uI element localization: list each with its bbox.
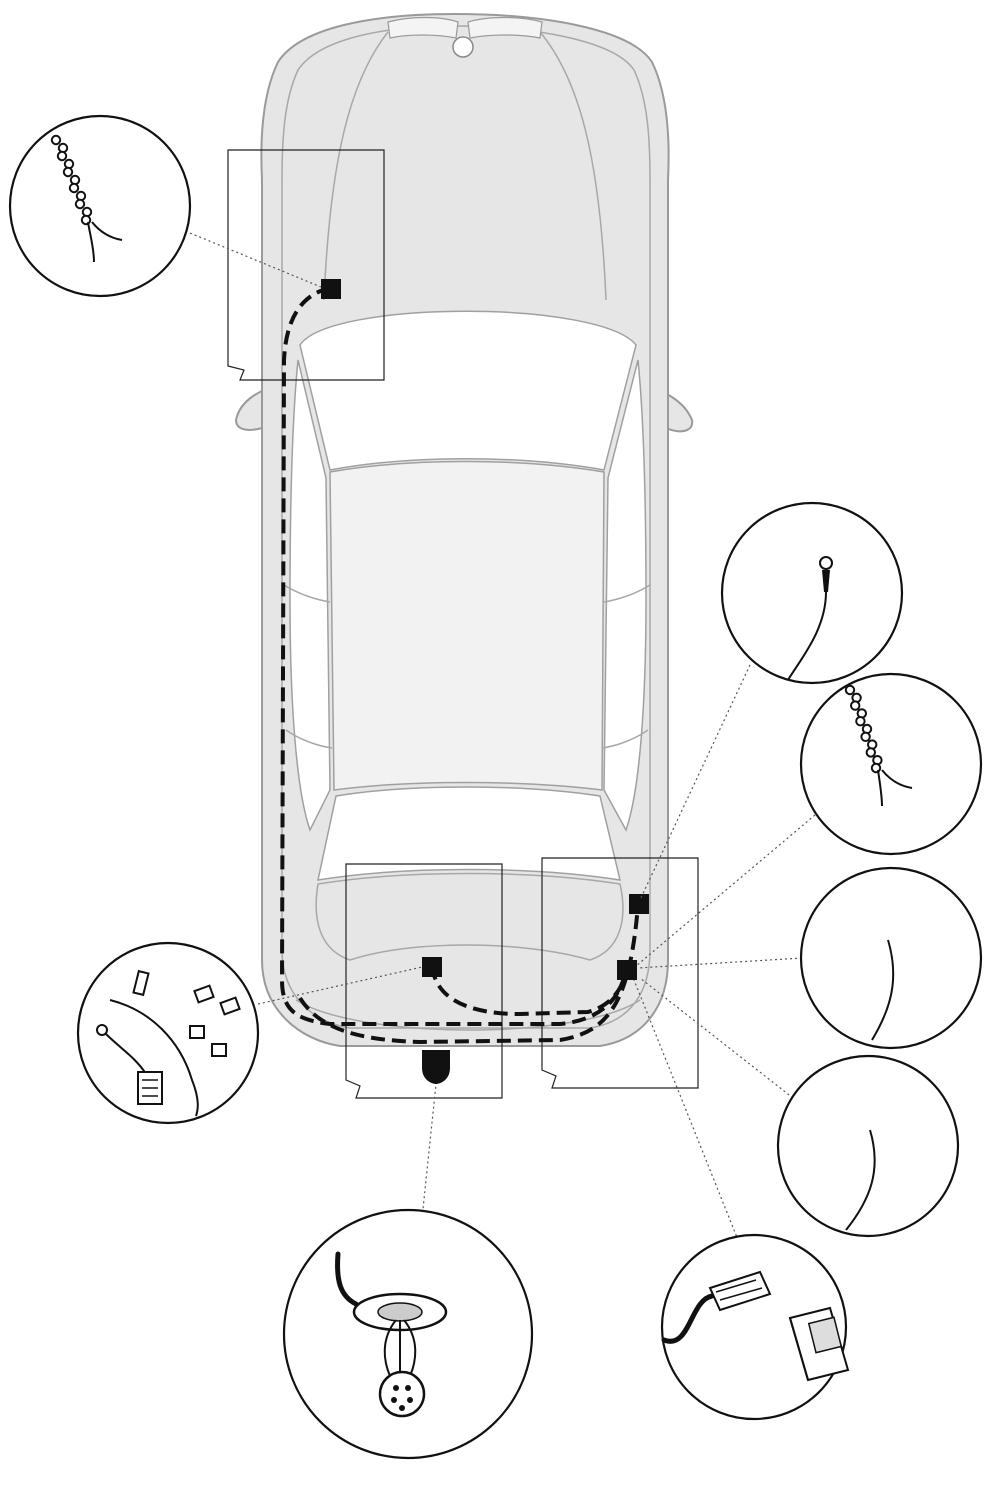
leader-rear-twisted	[635, 814, 816, 967]
twisted-pair-icon	[844, 684, 883, 774]
twist-bead	[855, 716, 866, 727]
wiring-harness	[279, 286, 640, 1045]
connection-points	[321, 279, 649, 1084]
twist-bead	[50, 134, 62, 146]
front-left-splice-point[interactable]	[321, 279, 341, 299]
front-left-area-frame	[227, 149, 385, 381]
ring-terminal-detail	[720, 501, 904, 685]
detail-bubbles	[8, 114, 983, 1460]
right-side-windows	[603, 359, 647, 832]
control-module-detail	[660, 1233, 850, 1421]
tow-socket-icon	[335, 1251, 448, 1377]
car-top-view	[234, 12, 694, 1047]
single-wire-icon	[871, 939, 895, 1041]
door-seam-right	[603, 584, 651, 603]
twist-bead	[860, 731, 871, 742]
rear-window	[317, 786, 621, 881]
accessory-kit-detail	[76, 941, 260, 1125]
rear-right-area-frame	[541, 857, 699, 1089]
roof	[329, 460, 605, 791]
windshield	[299, 310, 637, 471]
tow-socket-point[interactable]	[422, 1050, 450, 1084]
connector-housing-icon	[137, 1071, 163, 1105]
connector-plug-icon	[661, 1270, 772, 1344]
tow-socket-detail	[282, 1208, 534, 1460]
twist-bead	[62, 166, 74, 178]
leader-single-wire-a	[637, 957, 803, 969]
twist-bead	[844, 684, 856, 696]
single-wire-detail-b	[776, 1054, 960, 1238]
harness-center-branch	[430, 965, 628, 1017]
body-contour	[281, 25, 651, 1029]
trunk-lid	[315, 872, 624, 961]
leader-control-module	[633, 979, 743, 1251]
twist-bead	[68, 182, 80, 194]
control-module-icon	[788, 1306, 850, 1382]
fuse-icon	[132, 969, 150, 997]
door-seam-right-rear	[601, 729, 649, 749]
harness-second-run	[298, 904, 640, 1045]
leader-single-wire-b	[639, 977, 794, 1099]
leader-front-twisted	[189, 232, 322, 288]
twist-bead	[56, 150, 68, 162]
rear-bumper	[295, 999, 641, 1031]
hood-line-right	[539, 31, 607, 301]
rear-center-area-frame	[345, 863, 503, 1099]
door-seam-left-rear	[285, 729, 333, 749]
twist-bead	[865, 747, 876, 758]
ring-terminal-icon	[96, 1024, 147, 1075]
grille-left	[387, 16, 459, 39]
rear-right-upper-point[interactable]	[629, 894, 649, 914]
twisted-pair-icon	[50, 134, 93, 226]
leader-accessory-kit	[257, 966, 423, 1005]
leader-ring-terminal	[639, 664, 751, 901]
single-wire-detail-a	[799, 866, 983, 1050]
area-frames	[227, 149, 699, 1099]
twist-bead	[74, 198, 86, 210]
single-wire-icon	[845, 1129, 876, 1231]
twisted-wire-rear-detail	[799, 672, 983, 856]
rear-right-lower-point[interactable]	[617, 960, 637, 980]
left-side-windows	[289, 359, 331, 832]
door-seam-left	[283, 584, 331, 603]
grille-right	[467, 16, 543, 39]
rear-center-point[interactable]	[422, 957, 442, 977]
twist-bead	[850, 700, 861, 711]
badge	[452, 36, 474, 58]
ring-terminal-icon	[787, 556, 833, 681]
twisted-wire-front-detail	[8, 114, 192, 298]
hood-line-left	[323, 31, 389, 301]
cable-clips-icon	[189, 984, 241, 1057]
trailer-plug-icon	[378, 1370, 426, 1418]
harness-main-run	[279, 286, 628, 1026]
